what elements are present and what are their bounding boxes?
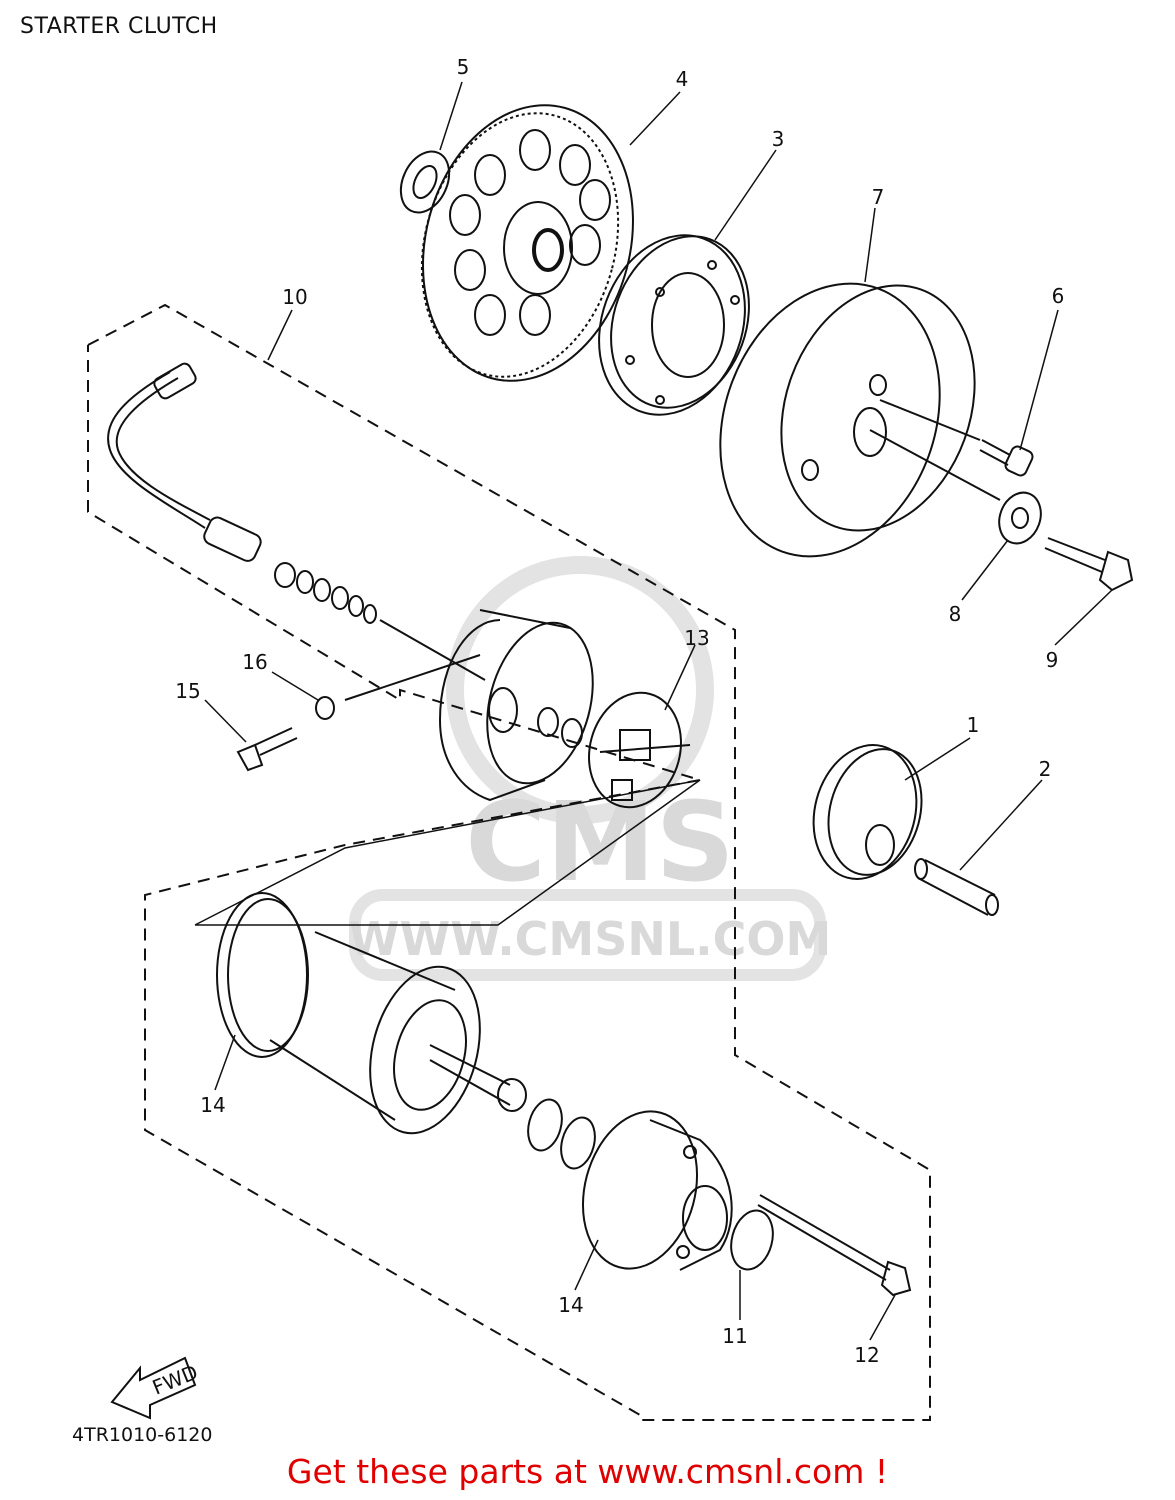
callout-12: 12 <box>854 1343 879 1367</box>
part-1-idler-gear <box>812 744 923 880</box>
part-8-washer <box>998 491 1042 545</box>
part-13-brush-holder <box>588 691 691 809</box>
page-title: STARTER CLUTCH <box>20 14 218 39</box>
callout-1: 1 <box>967 713 980 737</box>
part-14-rear-cover <box>581 1110 733 1271</box>
callout-14-bottom: 14 <box>558 1293 583 1317</box>
part-5-washer <box>399 150 451 214</box>
watermark: CMS WWW.CMSNL.COM <box>349 556 832 981</box>
diagram-code: 4TR1010-6120 <box>72 1424 213 1446</box>
part-16-washer <box>315 696 335 720</box>
part-12-long-bolt <box>757 1194 912 1297</box>
watermark-logo: CMS <box>465 778 734 906</box>
part-15-bolt <box>236 727 298 772</box>
part-14-yoke-front <box>216 892 596 1170</box>
part-3-one-way-clutch <box>598 234 750 416</box>
part-11-o-ring <box>730 1209 774 1271</box>
callout-8: 8 <box>949 602 962 626</box>
callout-2: 2 <box>1039 757 1052 781</box>
callout-9: 9 <box>1046 648 1059 672</box>
callout-5: 5 <box>457 55 470 79</box>
motor-box-line <box>194 779 701 926</box>
part-7-clutch-housing <box>719 282 1001 558</box>
callout-13: 13 <box>684 626 709 650</box>
footer-link[interactable]: Get these parts at www.cmsnl.com ! <box>286 1452 889 1491</box>
callout-4: 4 <box>676 67 689 91</box>
motor-front-cover <box>344 609 594 802</box>
assembly-outline-10 <box>87 303 931 1421</box>
callout-6: 6 <box>1052 284 1065 308</box>
part-4-starter-gear <box>420 104 634 382</box>
callout-10: 10 <box>282 285 307 309</box>
part-2-shaft <box>914 858 999 916</box>
callout-7: 7 <box>872 185 885 209</box>
fwd-arrow-icon <box>110 1356 197 1420</box>
callout-16: 16 <box>242 650 267 674</box>
part-6-bolt <box>979 439 1034 477</box>
callout-11: 11 <box>722 1324 747 1348</box>
watermark-url: WWW.CMSNL.COM <box>349 912 832 966</box>
callout-15: 15 <box>175 679 200 703</box>
callout-labels: 5 4 3 7 6 10 8 9 13 16 15 1 2 14 14 11 1… <box>175 55 1064 1367</box>
part-9-bolt <box>1044 537 1134 592</box>
part-10-lead-wire <box>107 362 486 681</box>
callout-3: 3 <box>772 127 785 151</box>
callout-14-top: 14 <box>200 1093 225 1117</box>
leader-lines <box>204 81 1113 1341</box>
